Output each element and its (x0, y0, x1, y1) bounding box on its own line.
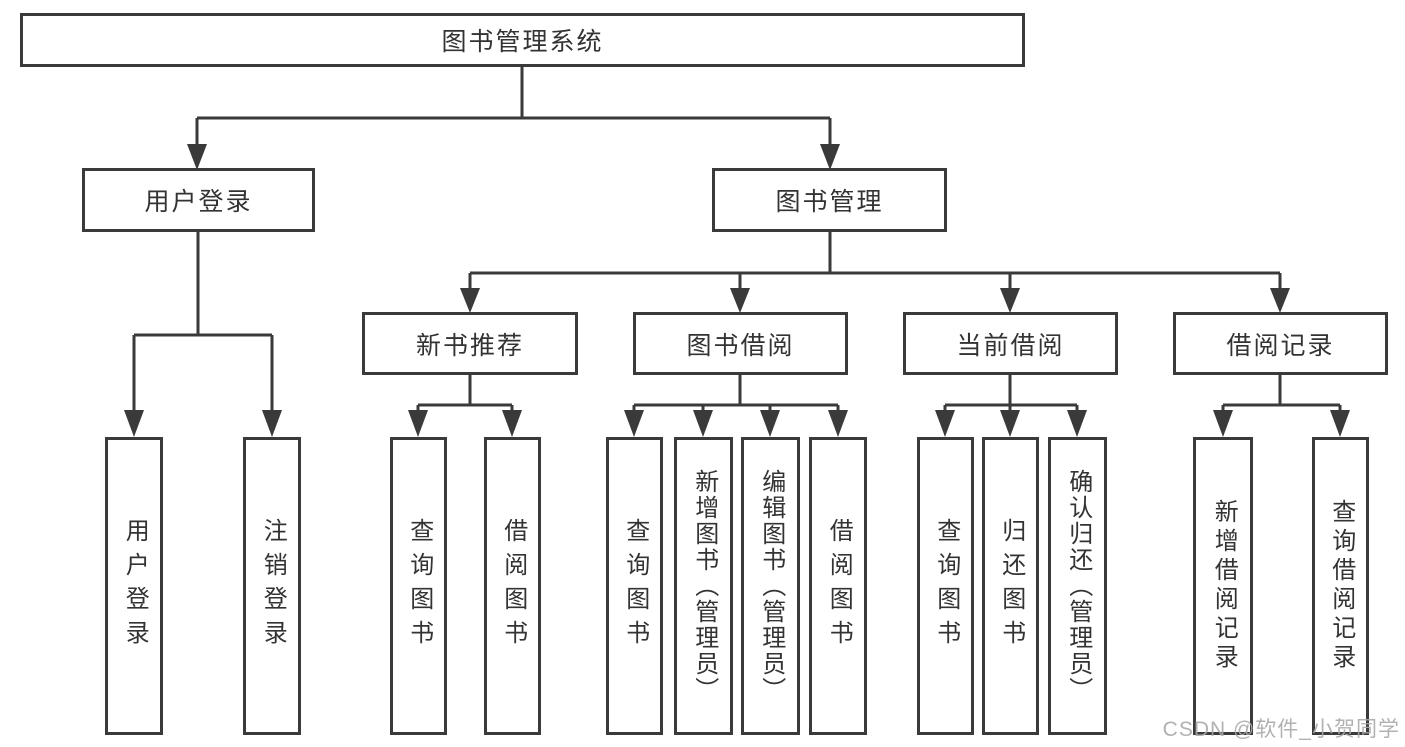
node-new-book-recommend: 新书推荐 (362, 312, 578, 375)
leaf-confirm-return-admin: 确认归还（管理员） (1048, 437, 1107, 735)
leaf-query-books-recommend: 查询图书 (390, 437, 447, 735)
node-book-management: 图书管理 (712, 168, 947, 232)
leaf-label: 注销登录 (259, 518, 287, 654)
leaf-logout-login: 注销登录 (243, 437, 301, 735)
node-current-borrowing: 当前借阅 (903, 312, 1118, 375)
leaf-label: 查询图书 (621, 518, 649, 654)
node-label: 图书管理 (775, 188, 884, 216)
leaf-return-book: 归还图书 (982, 437, 1039, 735)
node-library-management-system: 图书管理系统 (20, 13, 1025, 67)
leaf-borrow-books-borrowing: 借阅图书 (809, 437, 867, 735)
node-label: 用户登录 (144, 188, 253, 216)
leaf-label: 新增借阅记录 (1210, 499, 1238, 673)
leaf-label: 用户登录 (121, 518, 149, 654)
leaf-label: 查询图书 (405, 518, 433, 654)
leaf-label: 借阅图书 (825, 518, 853, 654)
node-label: 当前借阅 (956, 331, 1065, 360)
node-label: 图书管理系统 (441, 28, 604, 56)
leaf-add-book-admin: 新增图书（管理员） (674, 437, 733, 735)
connector-paths (132, 67, 1342, 414)
leaf-query-borrow-record: 查询借阅记录 (1312, 437, 1369, 735)
leaf-label: 新增图书（管理员） (690, 469, 718, 703)
leaf-borrow-books-recommend: 借阅图书 (484, 437, 541, 735)
watermark: CSDN @软件_小贺同学 (1162, 718, 1400, 741)
leaf-label: 查询图书 (932, 518, 960, 654)
leaf-edit-book-admin: 编辑图书（管理员） (741, 437, 800, 735)
node-borrowing-records: 借阅记录 (1173, 312, 1388, 375)
leaf-user-login: 用户登录 (105, 437, 163, 735)
leaf-label: 确认归还（管理员） (1064, 469, 1092, 703)
leaf-label: 查询借阅记录 (1327, 499, 1355, 673)
node-label: 图书借阅 (686, 331, 795, 360)
leaf-label: 归还图书 (997, 518, 1025, 654)
leaf-query-books-borrowing: 查询图书 (606, 437, 663, 735)
leaf-label: 编辑图书（管理员） (757, 469, 785, 703)
node-label: 借阅记录 (1226, 331, 1335, 360)
leaf-label: 借阅图书 (499, 518, 527, 654)
node-user-login: 用户登录 (82, 168, 315, 232)
node-label: 新书推荐 (415, 331, 524, 360)
arrowhead-icons (124, 144, 1350, 437)
leaf-query-books-current: 查询图书 (917, 437, 974, 735)
node-book-borrowing: 图书借阅 (633, 312, 848, 375)
leaf-add-borrow-record: 新增借阅记录 (1193, 437, 1253, 735)
